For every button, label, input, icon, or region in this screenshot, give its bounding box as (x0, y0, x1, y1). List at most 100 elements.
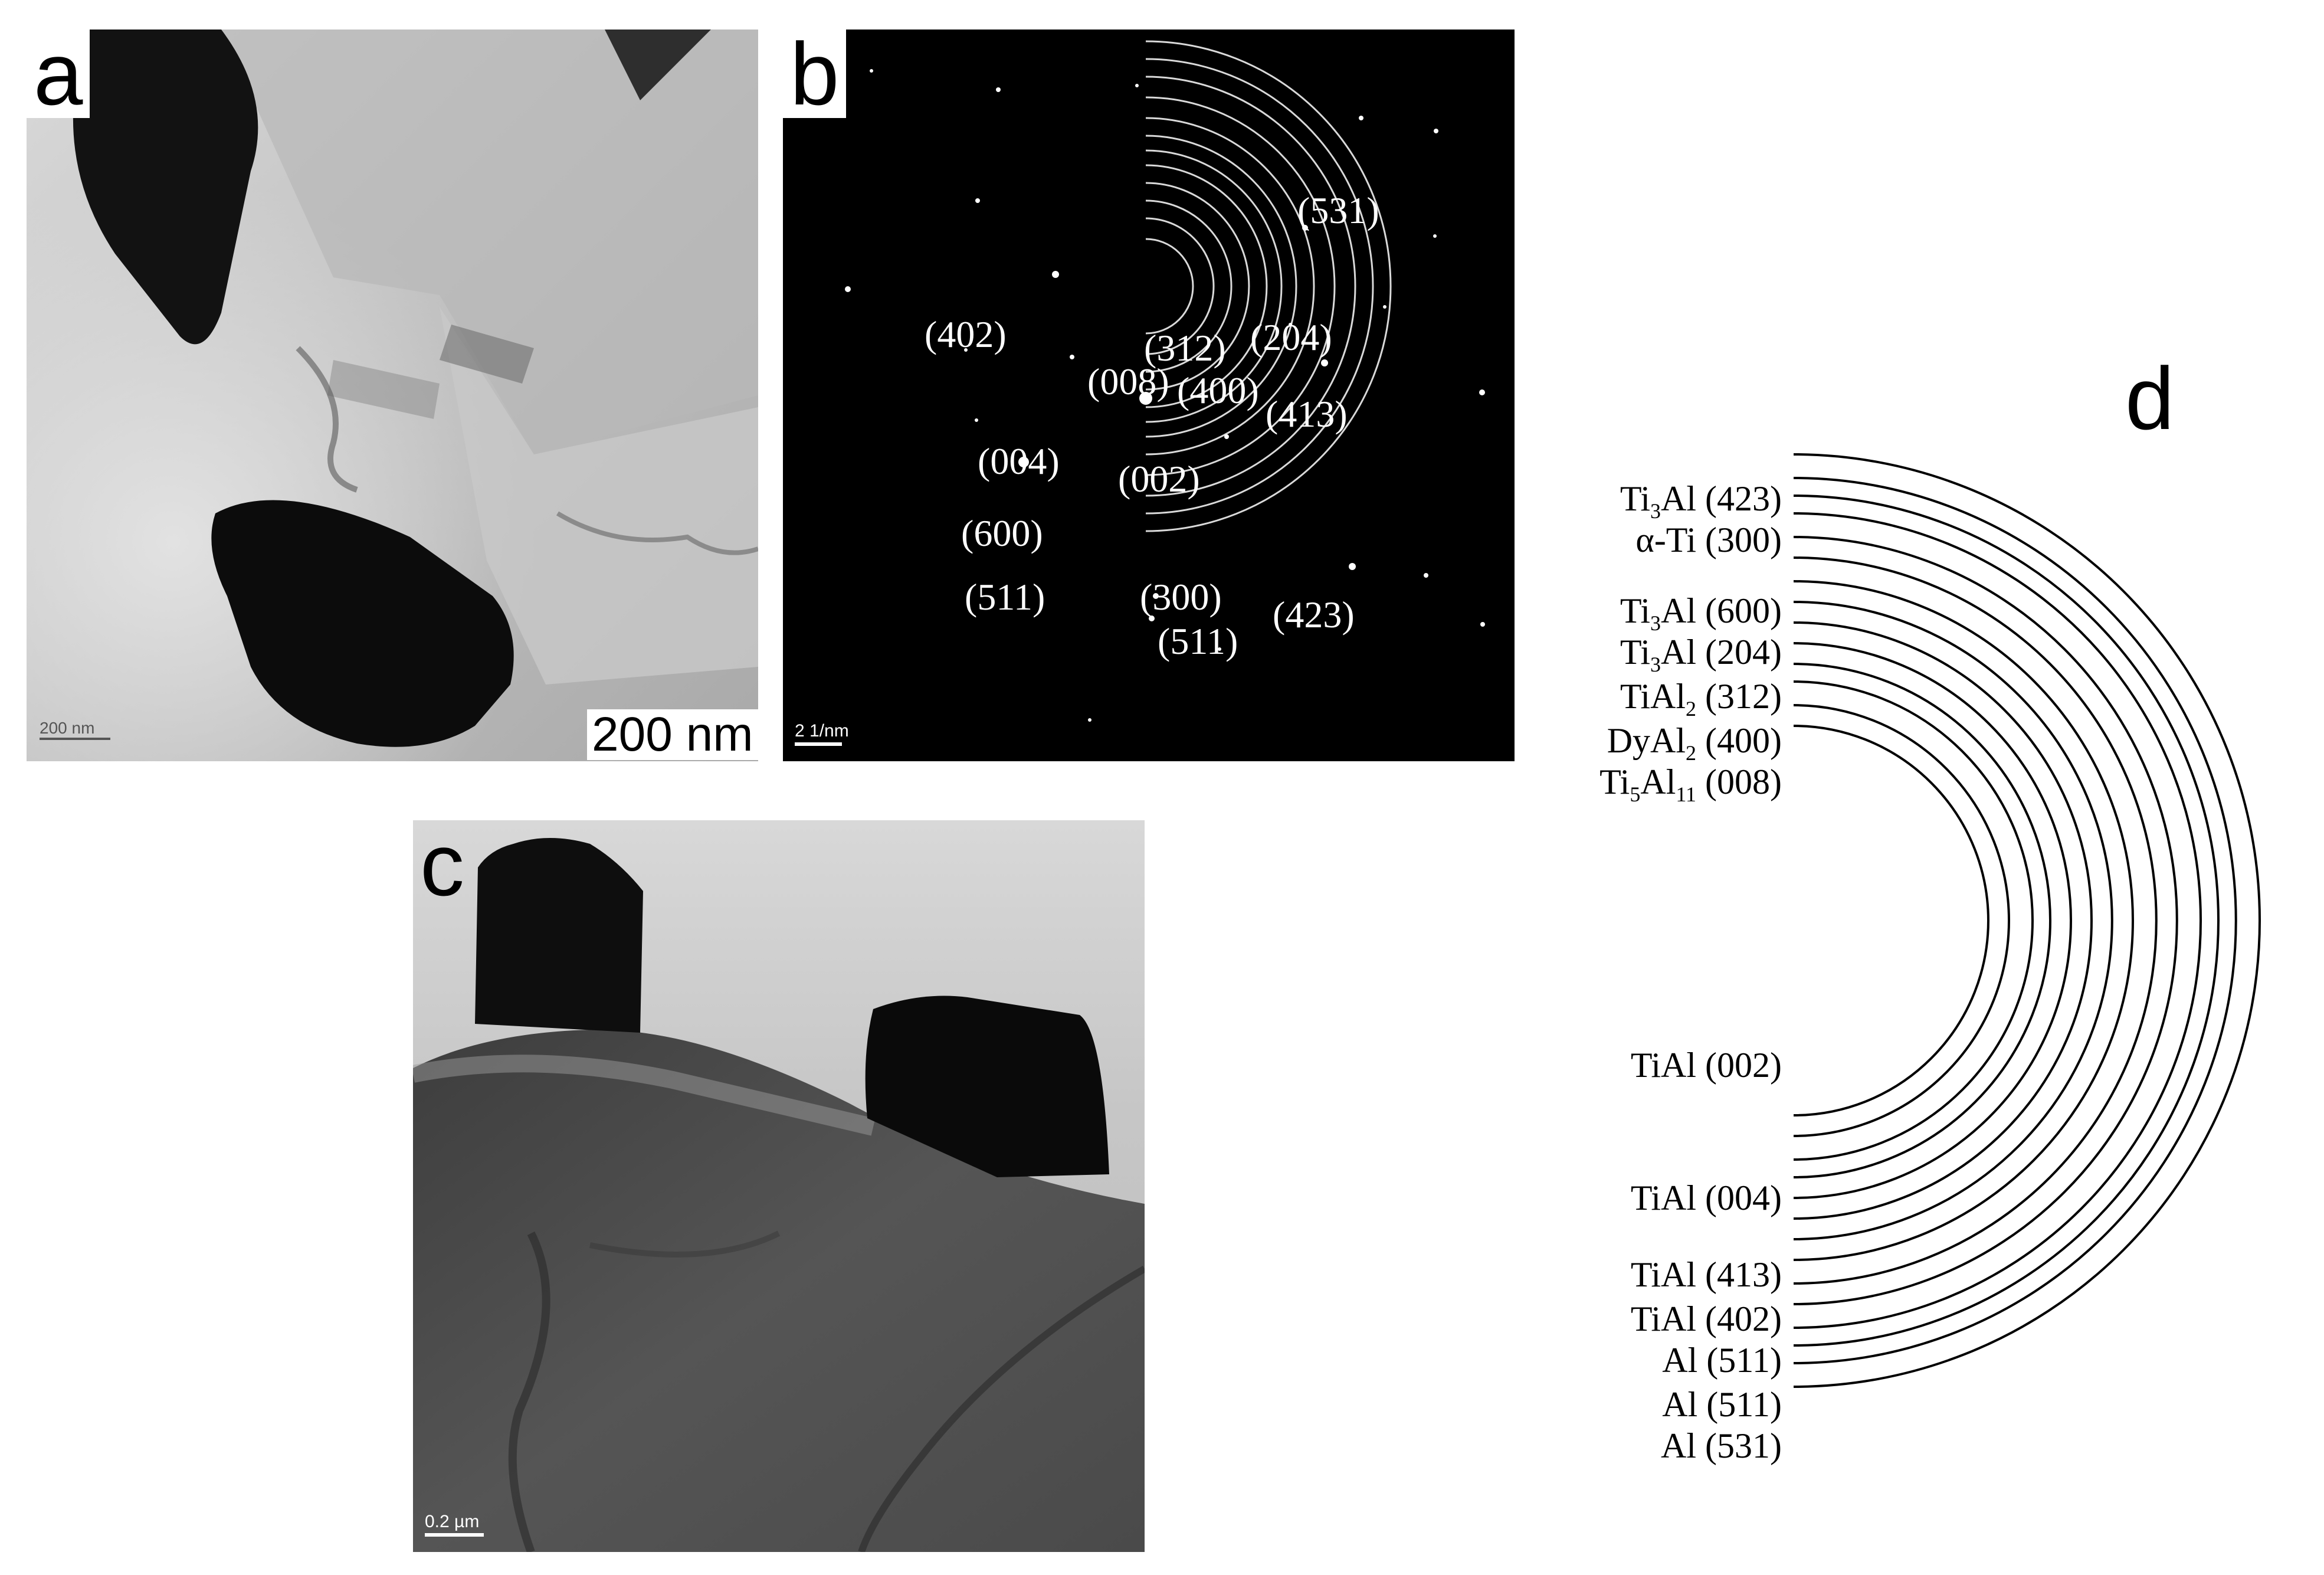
panel-label-c: c (420, 820, 464, 914)
spot-label: (423) (1273, 594, 1355, 636)
ring-label-text: Ti (1620, 479, 1651, 518)
ring-arc (1793, 512, 2202, 1329)
ring-label-subscript: 3 (1650, 653, 1661, 676)
ring-arc (1793, 725, 1989, 1116)
ring-label-text: (004) (1696, 1178, 1782, 1217)
ring-label-text: (413) (1696, 1255, 1782, 1294)
ring-label-text: (511) (1697, 1385, 1782, 1424)
ring-label: TiAl (413) (1631, 1257, 1782, 1292)
spot-label: (008) (1087, 361, 1169, 402)
ring-label-text: Al (1662, 1385, 1698, 1424)
scale-bar-small (40, 738, 110, 740)
ring-label-text: (511) (1697, 1341, 1782, 1380)
scale-bar (425, 1533, 484, 1537)
spot-label: (002) (1118, 458, 1200, 500)
ring-arc (1793, 601, 2113, 1240)
tem-image-c: c 0.2 µm (413, 820, 1145, 1552)
ring-label: Ti3Al (423) (1620, 481, 1782, 522)
spot-label: (600) (961, 512, 1043, 554)
ring-label: Ti3Al (204) (1620, 634, 1782, 675)
ring (1145, 40, 1392, 532)
ring-label-text: Al (1662, 1341, 1698, 1380)
ring-label-text: (423) (1696, 479, 1782, 518)
ring-label: Ti5Al11 (008) (1599, 764, 1782, 805)
panel-label-d: d (2125, 349, 2175, 448)
ring-label-text: (531) (1696, 1426, 1782, 1465)
ring-arc (1793, 580, 2134, 1261)
ring (1145, 76, 1356, 497)
spot-label: (300) (1140, 576, 1222, 618)
spot-label: (400) (1177, 369, 1259, 411)
ring-arc (1793, 642, 2072, 1199)
ring-label: TiAl (002) (1631, 1047, 1782, 1083)
spot-label: (312) (1144, 327, 1226, 369)
ring-label: TiAl2 (312) (1620, 679, 1782, 719)
ring-label-text: (402) (1696, 1299, 1782, 1338)
ring-label-text: TiAl (1620, 677, 1686, 716)
ring-arc (1793, 704, 2010, 1137)
spot-label: (413) (1266, 393, 1348, 435)
ring-label-text: DyAl (1607, 721, 1686, 760)
ring-label-text: TiAl (1630, 1178, 1697, 1217)
ring-label-text: (008) (1696, 762, 1782, 801)
spot-label: (531) (1297, 189, 1379, 231)
spot-label: (004) (978, 440, 1060, 482)
ring-label-text: Ti (1620, 633, 1651, 672)
ring-label-text: TiAl (1630, 1299, 1697, 1338)
panel-label-b: b (783, 30, 847, 118)
ring-label-text: (300) (1696, 520, 1782, 559)
ring-label: Al (511) (1662, 1342, 1782, 1378)
ring-label-subscript: 2 (1686, 741, 1697, 765)
ring-label-text: Al (1661, 591, 1697, 630)
ring-label-text: TiAl (1630, 1046, 1697, 1085)
ring-label-text: TiAl (1630, 1255, 1697, 1294)
diffraction-svg (783, 30, 1515, 761)
ring-label-text: Ti (1599, 762, 1630, 801)
spot-label: (511) (1158, 620, 1238, 662)
ring-arc (1793, 663, 2051, 1178)
ring-label: α-Ti (300) (1635, 522, 1782, 558)
ring-schematic-d: Ti3Al (423)α-Ti (300)Ti3Al (600)Ti3Al (2… (1546, 330, 2313, 1499)
ring-label-text: (002) (1696, 1046, 1782, 1085)
ring-label-subscript: 3 (1650, 611, 1661, 635)
spot-label: (204) (1250, 316, 1332, 358)
ring-arc (1793, 453, 2261, 1388)
ring-label-text: Al (1661, 1426, 1697, 1465)
ring-label-text: Ti (1620, 591, 1651, 630)
ring-label-text: (204) (1696, 633, 1782, 672)
ring (1145, 182, 1250, 391)
ring (1145, 58, 1374, 515)
diffraction-rings (1145, 40, 1392, 532)
ring-label-text: (600) (1696, 591, 1782, 630)
ring (1145, 96, 1336, 476)
ring-label-subscript: 2 (1686, 697, 1697, 721)
spot-label: (402) (925, 313, 1007, 355)
ring-label: Al (511) (1662, 1387, 1782, 1422)
scale-bar-label: 2 1/nm (795, 721, 849, 741)
ring-label-text: (312) (1696, 677, 1782, 716)
ring-schematic-svg (1793, 453, 2261, 1388)
tem-image-a: a 200 nm 200 nm (27, 30, 758, 761)
ring-label-text: α-Ti (1635, 520, 1697, 559)
ring-arc (1793, 621, 2093, 1220)
ring-label: Ti3Al (600) (1620, 593, 1782, 634)
spot-label: (511) (965, 576, 1045, 618)
ring (1145, 135, 1297, 438)
ring-label-text: Al (1661, 633, 1697, 672)
scale-bar (795, 742, 842, 746)
ring-arc (1793, 536, 2178, 1305)
ring (1145, 238, 1194, 335)
ring-label: TiAl (402) (1631, 1301, 1782, 1337)
panel-label-a: a (27, 30, 90, 118)
ring (1145, 164, 1268, 408)
ring-arc (1793, 495, 2220, 1347)
ring (1145, 199, 1233, 373)
ring-label-subscript: 5 (1630, 782, 1641, 806)
micrograph-c (413, 820, 1145, 1552)
ring-label-text: Al (1661, 479, 1697, 518)
scale-bar-label: 0.2 µm (425, 1512, 480, 1531)
ring (1145, 149, 1283, 423)
ring-label-subscript: 11 (1676, 782, 1697, 806)
ring-label: Al (531) (1661, 1428, 1782, 1463)
ring-label: TiAl (004) (1631, 1180, 1782, 1216)
